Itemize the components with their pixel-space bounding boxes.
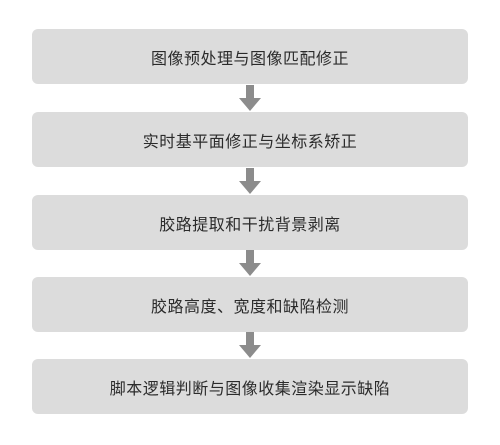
arrow-down-icon	[239, 168, 261, 194]
flow-step-label: 图像预处理与图像匹配修正	[150, 48, 349, 68]
arrow-down-icon	[239, 250, 261, 276]
flow-step-baseplane-correction: 实时基平面修正与坐标系矫正	[32, 112, 468, 167]
flow-step-label: 胶路高度、宽度和缺陷检测	[150, 296, 349, 316]
flow-step-defect-detection: 胶路高度、宽度和缺陷检测	[32, 277, 468, 332]
flow-step-label: 脚本逻辑判断与图像收集渲染显示缺陷	[109, 378, 391, 398]
flow-step-glue-extraction: 胶路提取和干扰背景剥离	[32, 195, 468, 250]
flow-step-label: 胶路提取和干扰背景剥离	[159, 214, 341, 234]
flow-step-script-logic: 脚本逻辑判断与图像收集渲染显示缺陷	[32, 359, 468, 414]
arrow-down-icon	[239, 85, 261, 111]
flow-step-preprocessing: 图像预处理与图像匹配修正	[32, 29, 468, 84]
arrow-down-icon	[239, 332, 261, 358]
flow-step-label: 实时基平面修正与坐标系矫正	[142, 131, 358, 151]
